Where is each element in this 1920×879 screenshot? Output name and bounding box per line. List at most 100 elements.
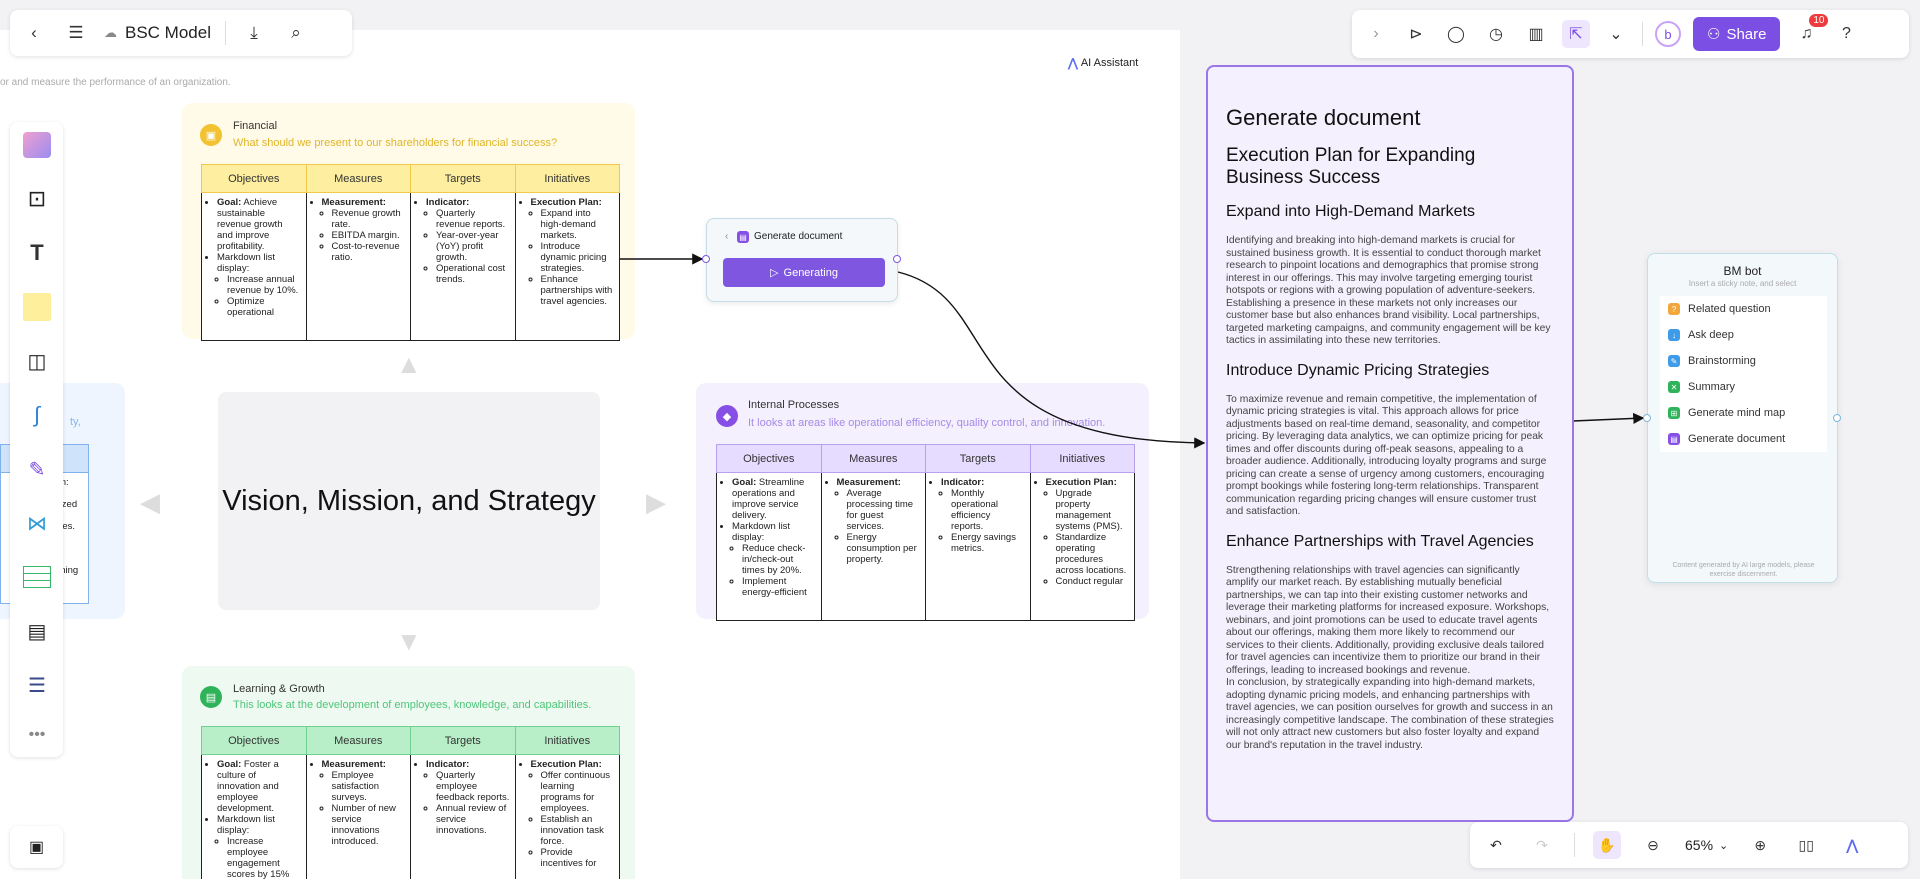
arrow-up-icon: ▲ — [396, 349, 422, 379]
document-icon: ▤ — [737, 231, 749, 243]
bm-bot-subtitle: Insert a sticky note, and select — [1688, 279, 1797, 288]
arrow-right-icon: ▶ — [646, 487, 666, 517]
cell-targets[interactable]: Indicator:Quarterly revenue reports.Year… — [410, 192, 516, 341]
arrow-down-icon: ▼ — [396, 626, 422, 656]
learning-subtitle: This looks at the development of employe… — [233, 699, 592, 711]
more-chevrons-icon[interactable]: ⌄ — [1609, 26, 1623, 43]
cell-measures[interactable]: Measurement:Employee satisfaction survey… — [305, 754, 411, 879]
connector-handle[interactable] — [1643, 414, 1651, 422]
cloud-sync-icon: ☁ — [104, 25, 117, 40]
document-icon: ▤ — [1668, 433, 1680, 445]
bm-item-related-question[interactable]: ?Related question — [1660, 296, 1827, 322]
cell-initiatives[interactable]: Execution Plan:Expand into high-demand m… — [514, 192, 620, 341]
financial-table: Objectives Measures Targets Initiatives … — [201, 164, 620, 341]
undo-icon[interactable]: ↶ — [1490, 836, 1502, 853]
templates-icon[interactable] — [22, 130, 52, 160]
cell-objectives[interactable]: Goal: Achieve sustainable revenue growth… — [201, 192, 307, 341]
minimap-icon[interactable]: ▣ — [10, 826, 63, 868]
cell-measures[interactable]: Measurement:Average processing time for … — [820, 472, 926, 621]
comment-icon[interactable]: ◯ — [1447, 26, 1465, 43]
notification-bell-icon[interactable]: ♫10 — [1792, 14, 1829, 48]
ai-assistant-link[interactable]: ⋀ AI Assistant — [1068, 56, 1139, 70]
bottom-toolbar: ↶ ↷ ✋ ⊖ 65%⌄ ⊕ ▯▯ ⋀ — [1470, 822, 1908, 868]
redo-icon[interactable]: ↷ — [1536, 836, 1548, 853]
document-heading: Generate document — [1226, 105, 1421, 130]
ai-logo-icon[interactable]: ⋀ — [1846, 836, 1858, 853]
arrow-left-icon: ◀ — [140, 487, 160, 517]
internal-processes-panel[interactable]: ◆ Internal Processes It looks at areas l… — [696, 383, 1149, 621]
cell-objectives[interactable]: Goal: Streamline operations and improve … — [716, 472, 822, 621]
sticky-note-icon[interactable] — [22, 292, 52, 322]
bm-item-ask-deep[interactable]: ↓Ask deep — [1660, 322, 1827, 348]
connector-handle[interactable] — [893, 255, 901, 263]
financial-panel[interactable]: ▣ Financial What should we present to ou… — [182, 103, 635, 341]
user-avatar[interactable]: b — [1655, 21, 1681, 47]
help-icon[interactable]: ? — [1842, 25, 1851, 42]
timer-icon[interactable]: ◷ — [1489, 26, 1503, 43]
generating-button[interactable]: ▷ Generating — [723, 258, 885, 287]
section-title: Enhance Partnerships with Travel Agencie… — [1226, 532, 1534, 550]
ask-deep-icon: ↓ — [1668, 329, 1680, 341]
learning-growth-panel[interactable]: ▤ Learning & Growth This looks at the de… — [182, 666, 635, 879]
internal-table: Objectives Measures Targets Initiatives … — [716, 444, 1135, 621]
present-icon[interactable]: ⊳ — [1409, 26, 1423, 43]
cell-targets[interactable]: Indicator:Quarterly employee feedback re… — [410, 754, 516, 879]
vision-mission-strategy-node[interactable]: Vision, Mission, and Strategy — [218, 392, 600, 610]
connector-handle[interactable] — [1833, 414, 1841, 422]
shape-icon[interactable]: ◫ — [27, 350, 47, 373]
share-button[interactable]: ⚇Share — [1693, 17, 1781, 51]
summary-icon: ✕ — [1668, 381, 1680, 393]
bm-item-generate-mind-map[interactable]: ⊞Generate mind map — [1660, 400, 1827, 426]
bm-bot-panel[interactable]: BM bot Insert a sticky note, and select … — [1647, 253, 1838, 583]
bm-item-summary[interactable]: ✕Summary — [1660, 374, 1827, 400]
table-icon[interactable] — [22, 562, 52, 592]
col-targets: Targets — [410, 726, 516, 755]
chevron-down-icon: ⌄ — [1719, 839, 1729, 852]
pointer-icon[interactable]: ⇱ — [1562, 20, 1590, 48]
bm-item-generate-document[interactable]: ▤Generate document — [1660, 426, 1827, 452]
node-title: Generate document — [754, 231, 843, 242]
doc-title-area[interactable]: ☁ BSC Model — [104, 23, 211, 43]
pen-icon[interactable]: ✎ — [28, 458, 46, 481]
menu-icon[interactable]: ☰ — [68, 23, 84, 42]
download-icon[interactable]: ⤓ — [250, 23, 258, 42]
search-icon[interactable]: ⌕ — [291, 23, 301, 42]
list-icon[interactable]: ☰ — [28, 674, 46, 697]
top-left-toolbar: ‹ ☰ ☁ BSC Model ⤓ ⌕ — [10, 10, 352, 56]
hand-tool-icon[interactable]: ✋ — [1593, 831, 1621, 859]
generated-document-panel[interactable]: Generate document Execution Plan for Exp… — [1206, 65, 1574, 822]
zoom-in-icon[interactable]: ⊕ — [1754, 836, 1767, 853]
document-title: Execution Plan for Expanding Business Su… — [1226, 145, 1476, 188]
zoom-level-select[interactable]: 65%⌄ — [1685, 837, 1729, 853]
notification-badge: 10 — [1809, 14, 1829, 27]
generate-document-node[interactable]: ‹ ▤ Generate document ▷ Generating — [706, 218, 898, 302]
book-icon[interactable]: ▯▯ — [1798, 836, 1814, 853]
cell-objectives[interactable]: Goal: Foster a culture of innovation and… — [201, 754, 307, 879]
top-right-toolbar: › ⊳ ◯ ◷ ▥ ⇱ ⌄ b ⚇Share ♫10 ? — [1352, 10, 1909, 58]
cell-initiatives[interactable]: Execution Plan:Offer continuous learning… — [514, 754, 620, 879]
zoom-out-icon[interactable]: ⊖ — [1647, 836, 1659, 853]
chevron-right-icon[interactable]: › — [1373, 25, 1379, 42]
bm-item-brainstorming[interactable]: ✎Brainstorming — [1660, 348, 1827, 374]
cell-targets[interactable]: Indicator:Monthly operational efficiency… — [925, 472, 1031, 621]
connector-icon[interactable]: ∫ — [33, 402, 41, 427]
more-tools-icon[interactable]: ••• — [28, 726, 46, 743]
customer-subtitle-fragment: ty, — [70, 416, 81, 428]
text-icon[interactable]: T — [30, 240, 44, 265]
frame-icon[interactable]: ⊡ — [27, 186, 47, 211]
node-back-icon[interactable]: ‹ — [725, 231, 729, 242]
mind-map-icon[interactable]: ⋈ — [27, 512, 47, 535]
connector-handle[interactable] — [702, 255, 710, 263]
divider — [224, 21, 226, 45]
back-icon[interactable]: ‹ — [31, 23, 37, 42]
divider — [1642, 22, 1643, 46]
left-tool-palette: ⊡ T ◫ ∫ ✎ ⋈ ▤ ☰ ••• — [10, 122, 63, 757]
share-user-icon: ⚇ — [1707, 26, 1721, 43]
col-initiatives: Initiatives — [514, 726, 620, 755]
cell-initiatives[interactable]: Execution Plan:Upgrade property manageme… — [1029, 472, 1135, 621]
text-document-icon[interactable]: ▤ — [27, 620, 47, 643]
vote-icon[interactable]: ▥ — [1528, 26, 1544, 43]
cell-measures[interactable]: Measurement:Revenue growth rate.EBITDA m… — [305, 192, 411, 341]
bm-bot-title: BM bot — [1723, 264, 1762, 278]
